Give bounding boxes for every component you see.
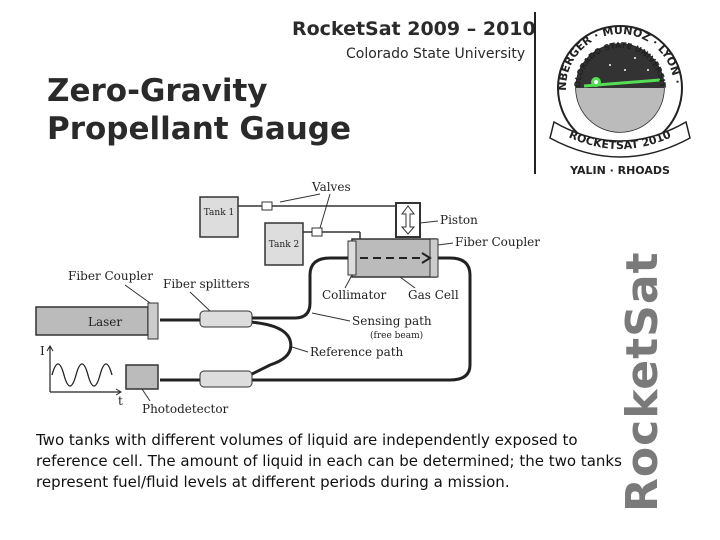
fiber-splitter-2	[199, 370, 253, 388]
gas-cell-label: Gas Cell	[408, 288, 459, 302]
caption-text: Two tanks with different volumes of liqu…	[36, 431, 622, 491]
seal-bottom-text: YALIN · RHOADS	[569, 164, 670, 177]
valve-2	[311, 227, 323, 237]
page-title-line-2: Propellant Gauge	[47, 111, 352, 147]
photodetector	[125, 364, 159, 390]
intensity-plot: I t	[40, 344, 123, 408]
page-title: Zero-Gravity Propellant Gauge	[47, 72, 367, 148]
header-divider	[534, 12, 536, 174]
tank-1	[199, 196, 239, 238]
piston-label: Piston	[440, 213, 478, 227]
fiber-splitter-1	[199, 310, 253, 328]
axis-t-label: t	[118, 394, 123, 408]
tank-2	[264, 222, 304, 266]
tank-2-label: Tank 2	[269, 240, 300, 250]
header-title: RocketSat 2009 – 2010	[292, 18, 536, 40]
free-beam-label: (free beam)	[370, 330, 423, 341]
fiber-coupler-left	[147, 302, 159, 340]
propellant-gauge-diagram: Tank 1 Tank 2 Valves Piston Fiber Couple…	[35, 180, 540, 416]
collimator-label: Collimator	[322, 288, 387, 302]
axis-i-label: I	[40, 344, 45, 358]
laser	[35, 306, 149, 336]
reference-path-label: Reference path	[310, 345, 404, 359]
valves-label: Valves	[311, 180, 351, 194]
sensing-path-label: Sensing path	[352, 314, 432, 328]
fiber-coupler-right-label: Fiber Coupler	[455, 235, 540, 249]
tank-1-label: Tank 1	[204, 208, 235, 218]
header-subtitle: Colorado State University	[346, 46, 526, 62]
rocketsat-seal-logo: SULLENBERGER · MUNOZ · LYON · VOGEL COLO…	[540, 10, 691, 177]
fiber-coupler-left-label: Fiber Coupler	[68, 269, 153, 283]
laser-label: Laser	[88, 315, 122, 329]
photodetector-label: Photodetector	[142, 402, 229, 416]
valve-1	[261, 201, 273, 211]
page-title-line-1: Zero-Gravity	[47, 73, 268, 109]
collimator	[347, 240, 357, 276]
fiber-splitters-label: Fiber splitters	[163, 277, 250, 291]
